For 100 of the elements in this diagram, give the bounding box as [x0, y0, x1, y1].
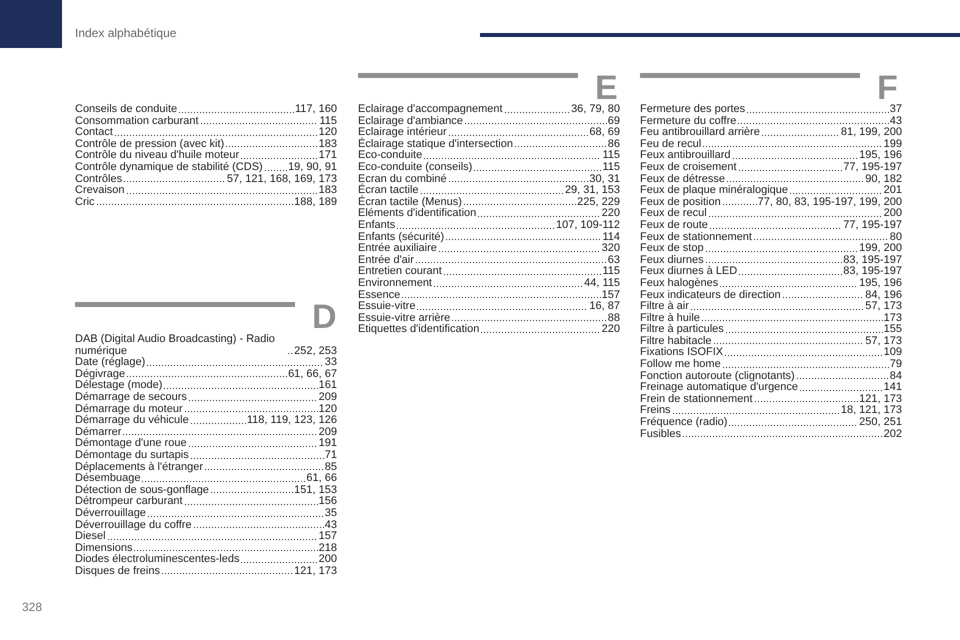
page-numbers: 220 [602, 324, 620, 336]
page-numbers: 30, 31 [589, 174, 620, 185]
index-term: Feux de croisement [640, 162, 737, 174]
page-numbers: 43 [324, 520, 337, 531]
index-term: Déplacements à l'étranger [75, 462, 204, 473]
page-numbers: 77, 195-197 [843, 162, 902, 174]
page-numbers: 44, 115 [584, 278, 620, 290]
page-numbers: 77, 195-197 [843, 220, 902, 232]
index-term: Entretien courant [358, 266, 442, 278]
index-term: Feux indicateurs de direction [640, 290, 781, 300]
index-term: Déverrouillage [75, 508, 146, 520]
index-term: Date (réglage) [75, 357, 146, 368]
index-term: Freins [640, 405, 671, 416]
section-letter: E [595, 71, 618, 105]
page-numbers: 121, 173 [294, 566, 337, 578]
page-numbers: 218 [318, 542, 337, 554]
index-term: Désembuage [75, 473, 140, 484]
page-numbers: 36, 79, 80 [571, 104, 620, 116]
index-term: Disques de freins [75, 566, 160, 578]
index-term: Environnement [358, 278, 432, 290]
page-numbers: 37 [890, 104, 902, 116]
index-term: Démarrer [75, 426, 122, 438]
page-numbers: 250, 251 [859, 417, 902, 429]
page-numbers: 157 [602, 290, 620, 301]
page-numbers: 68, 69 [589, 127, 620, 139]
index-term: Contrôle du niveau d'huile moteur [75, 150, 240, 162]
index-term: Dimensions [75, 542, 132, 554]
page-numbers: 209 [318, 426, 337, 438]
index-term: Contrôle de pression (avec kit) [75, 138, 224, 150]
page-title: Index alphabétique [75, 26, 176, 40]
index-term: Essuie-vitre arrière [358, 312, 450, 324]
page-numbers: 200 [884, 208, 902, 220]
index-term: Eclairage d'ambiance [358, 116, 463, 127]
page-numbers: 117, 160 [294, 104, 337, 116]
index-term: Démarrage du véhicule [75, 415, 189, 426]
page-numbers: 115 [602, 162, 620, 174]
index-term: Essuie-vitre [358, 301, 416, 313]
index-term: Freinage automatique d'urgence [640, 382, 798, 394]
page-numbers: 71 [324, 450, 337, 462]
page-numbers: 195, 196 [859, 150, 902, 162]
page-numbers: 18, 121, 173 [840, 405, 902, 417]
index-term: Feu antibrouillard arrière [640, 127, 760, 139]
page-numbers: 120 [318, 404, 337, 415]
page-numbers: 161 [318, 380, 337, 392]
page-numbers: 220 [602, 208, 620, 220]
page-numbers: 63 [608, 254, 620, 266]
page-numbers: 225, 229 [577, 196, 620, 208]
index-term: Frein de stationnement [640, 394, 753, 405]
page-numbers: 151, 153 [294, 484, 337, 496]
page-numbers: 157 [318, 531, 337, 543]
index-term: Etiquettes d'identification [358, 324, 480, 336]
page-numbers: 69 [608, 116, 620, 127]
index-term: Enfants [358, 220, 396, 232]
index-term: Démarrage de secours [75, 392, 187, 404]
index-term: Feux de position [640, 196, 721, 208]
index-term: Filtre à particules [640, 324, 724, 336]
index-term: Feux de stationnement [640, 232, 752, 243]
index-term: Eléments d'identification [358, 208, 476, 220]
page-numbers: 77, 80, 83, 195-197, 199, 200 [758, 196, 902, 208]
index-term: Consommation carburant [75, 116, 199, 127]
index-term: Démontage d'une roue [75, 438, 187, 450]
section-letter: F [877, 71, 898, 105]
index-term: Follow me home [640, 359, 721, 371]
page-numbers: 16, 87 [589, 301, 620, 313]
page-numbers: 121, 173 [859, 394, 902, 405]
index-term: Fréquence (radio) [640, 417, 728, 429]
index-term: Crevaison [75, 185, 125, 197]
index-term: Feux diurnes à LED [640, 266, 738, 278]
index-term: Eco-conduite (conseils) [358, 162, 472, 174]
index-term: Entrée d'air [358, 254, 414, 266]
page-numbers: 84, 196 [865, 290, 902, 301]
page-numbers: 188, 189 [294, 196, 337, 208]
page-numbers: 109 [884, 347, 902, 359]
index-term: Diodes électroluminescentes-leds [75, 554, 240, 566]
index-term: Fonction autoroute (clignotants) [640, 370, 795, 382]
index-term: Fermeture des portes [640, 104, 746, 116]
index-term: Contact [75, 127, 113, 139]
index-term: Démontage du surtapis [75, 450, 189, 462]
page-numbers: 173 [884, 312, 902, 324]
page-numbers: 81, 199, 200 [840, 127, 902, 139]
index-term: Feux de recul [640, 208, 707, 220]
page-numbers: 201 [884, 185, 902, 197]
index-term: Feux halogènes [640, 278, 718, 290]
page-numbers: 199 [884, 138, 902, 150]
index-term: Filtre à air [640, 301, 689, 312]
index-term: Cric [75, 196, 95, 208]
index-term: Essence [358, 290, 400, 301]
index-term: Eclairage intérieur [358, 127, 447, 138]
page-numbers: 115 [319, 116, 337, 127]
page-numbers: 202 [884, 428, 902, 440]
index-term: Filtre à huile [640, 312, 700, 324]
page-numbers: 200 [318, 554, 337, 566]
page-numbers: 191 [318, 438, 337, 450]
page-numbers: 85 [324, 462, 337, 473]
index-term: Écran tactile (Menus) [358, 196, 462, 208]
page-numbers: 83, 195-197 [843, 254, 902, 266]
page-numbers: 155 [884, 324, 902, 336]
page-numbers: 115 [602, 266, 620, 278]
index-term: Eco-conduite [358, 150, 422, 162]
index-term: Écran tactile [358, 185, 419, 196]
